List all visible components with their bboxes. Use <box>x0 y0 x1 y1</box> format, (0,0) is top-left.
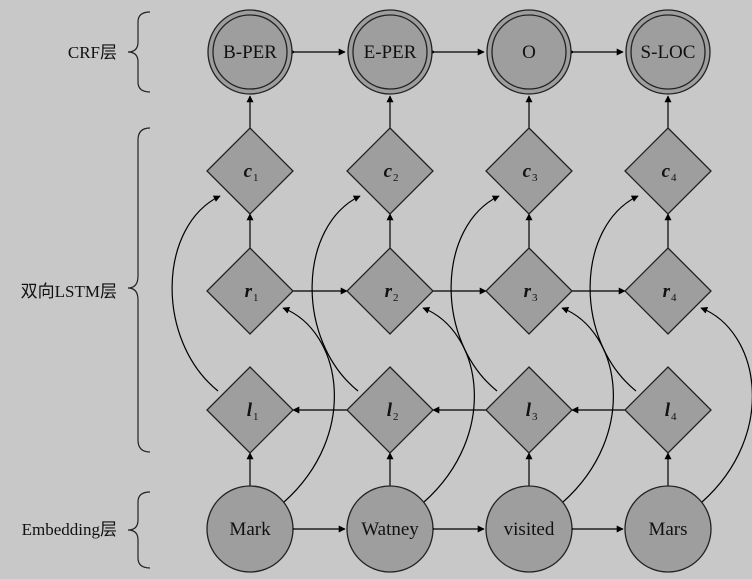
crf-node-inner <box>630 14 706 90</box>
l-node-subscript: 3 <box>532 411 538 423</box>
r-node-subscript: 1 <box>253 292 259 304</box>
l-node-subscript: 4 <box>671 411 677 423</box>
crf-node-inner <box>212 14 288 90</box>
l-node-symbol: l <box>665 400 671 421</box>
embedding-node-label: Mars <box>648 519 687 540</box>
curve-emb-to-r4 <box>700 307 752 503</box>
embedding-layer-label: Embedding层 <box>22 520 117 539</box>
r-node <box>624 247 712 335</box>
bilstm-brace <box>127 127 151 453</box>
l-node <box>485 366 573 454</box>
crf-node-inner <box>352 14 428 90</box>
l-node-subscript: 2 <box>393 411 399 423</box>
curve-l-to-c4 <box>589 195 639 392</box>
l-node <box>206 366 294 454</box>
c-node-symbol: c <box>523 161 532 182</box>
embedding-node-label: visited <box>504 519 555 540</box>
c-node-subscript: 3 <box>532 172 538 184</box>
embedding-node-label: Mark <box>229 519 271 540</box>
r-node-subscript: 4 <box>671 292 677 304</box>
l-node-symbol: l <box>526 400 532 421</box>
c-node-symbol: c <box>662 161 671 182</box>
curve-l-to-c2 <box>311 195 361 392</box>
crf-node-label: O <box>522 42 536 63</box>
crf-layer-label: CRF层 <box>68 43 117 62</box>
embedding-node <box>624 485 712 573</box>
c-node <box>485 127 573 215</box>
curve-emb-to-r3 <box>561 307 614 503</box>
c-node-subscript: 2 <box>393 172 399 184</box>
c-node-symbol: c <box>244 161 253 182</box>
bilstm-layer-label: 双向LSTM层 <box>21 282 117 301</box>
l-node <box>346 366 434 454</box>
curve-l-to-c1 <box>171 195 221 392</box>
r-node <box>206 247 294 335</box>
r-node-subscript: 2 <box>393 292 399 304</box>
crf-node-label: E-PER <box>364 42 417 63</box>
embedding-node <box>206 485 294 573</box>
c-node-subscript: 1 <box>253 172 259 184</box>
c-node <box>346 127 434 215</box>
c-node-symbol: c <box>384 161 393 182</box>
r-node-symbol: r <box>385 281 393 302</box>
r-node <box>346 247 434 335</box>
curve-emb-to-r2 <box>422 307 475 503</box>
embedding-node <box>346 485 434 573</box>
curve-emb-to-r1 <box>282 307 335 503</box>
r-node <box>485 247 573 335</box>
crf-node-inner <box>491 14 567 90</box>
embedding-brace <box>127 491 151 569</box>
r-node-symbol: r <box>524 281 532 302</box>
embedding-node <box>485 485 573 573</box>
edges <box>171 48 752 533</box>
crf-brace <box>127 11 151 93</box>
c-node <box>624 127 712 215</box>
l-node-symbol: l <box>387 400 393 421</box>
c-node <box>206 127 294 215</box>
crf-node-label: S-LOC <box>641 42 696 63</box>
r-node-subscript: 3 <box>532 292 538 304</box>
r-node-symbol: r <box>245 281 253 302</box>
crf-node-label: B-PER <box>223 42 277 63</box>
c-node-subscript: 4 <box>671 172 677 184</box>
r-node-symbol: r <box>663 281 671 302</box>
l-node-symbol: l <box>247 400 253 421</box>
curve-l-to-c3 <box>450 195 500 392</box>
l-node <box>624 366 712 454</box>
embedding-node-label: Watney <box>361 519 419 540</box>
l-node-subscript: 1 <box>253 411 259 423</box>
